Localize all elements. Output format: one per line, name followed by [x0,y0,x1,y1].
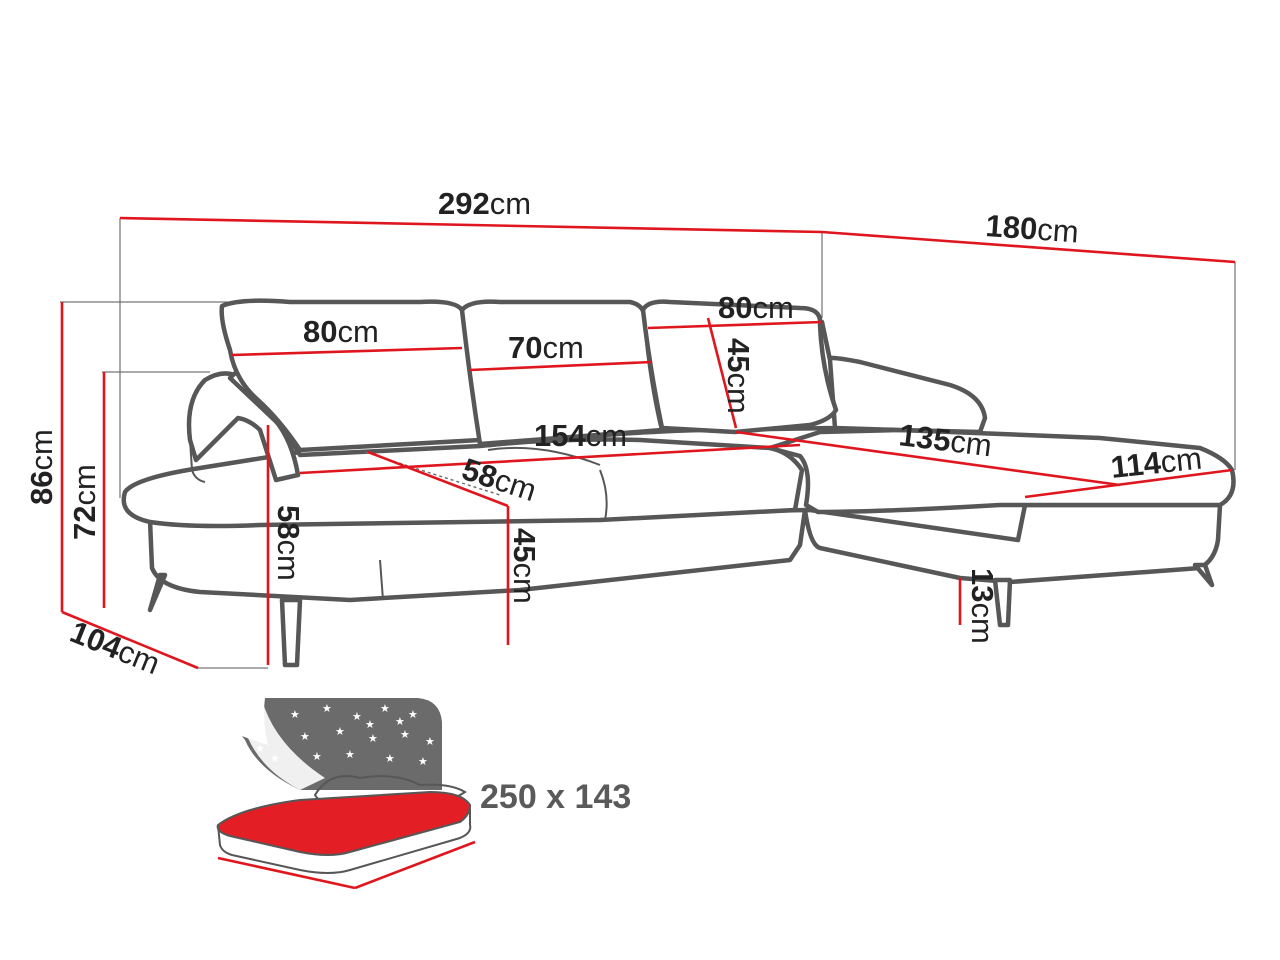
svg-text:★: ★ [408,708,418,721]
label-pillow-middle: 70cm [508,330,584,365]
label-total-height: 86cm [24,429,59,505]
sleeping-area-size: 250 x 143 [480,778,631,816]
svg-text:★: ★ [380,702,390,715]
svg-text:★: ★ [345,748,355,761]
pillow-right [640,299,839,435]
mattress-side [216,804,472,874]
svg-text:★: ★ [385,752,395,765]
svg-text:★: ★ [368,732,378,745]
label-pillow-height: 45cm [721,338,756,414]
svg-text:★: ★ [365,718,375,731]
svg-text:★: ★ [395,715,405,728]
svg-text:★: ★ [312,750,322,763]
sofa-drawing [121,298,1236,668]
svg-text:★: ★ [400,728,410,741]
label-chaise-width: 114cm [1109,441,1204,485]
label-leg-height: 13cm [965,568,1000,644]
guide-lines [60,218,1236,669]
label-seat-height: 45cm [507,528,542,604]
svg-text:★: ★ [300,730,310,743]
label-chaise-length: 180cm [985,208,1080,249]
label-back-height: 72cm [67,464,102,540]
sofa-leg-3 [992,577,1013,628]
sofa-chaise-seat [767,427,1236,515]
sofa-leg-4 [1192,562,1215,588]
svg-text:★: ★ [418,755,428,768]
svg-text:★: ★ [270,752,280,765]
dimension-labels: 292cm 180cm 80cm 70cm 80cm 45cm 154cm 58… [24,186,1204,681]
label-depth: 104cm [65,614,164,681]
label-chaise-seat-length: 135cm [897,417,994,463]
svg-text:★: ★ [322,702,332,715]
sleeping-area-icon: ★★★ ★★★ ★★★ ★★★ ★★★ ★★★ 250 x 143 [216,698,631,890]
svg-text:★: ★ [255,742,265,755]
label-total-length: 292cm [438,186,531,221]
svg-text:★: ★ [290,708,300,721]
svg-text:★: ★ [335,725,345,738]
measurement-lines [60,216,1236,670]
label-arm-height: 58cm [271,505,306,581]
stars-icon: ★★★ ★★★ ★★★ ★★★ ★★★ ★★★ [255,702,435,768]
sofa-base [147,502,1223,603]
label-pillow-left: 80cm [303,314,379,349]
label-pillow-right: 80cm [718,290,794,325]
svg-text:★: ★ [425,735,435,748]
svg-text:★: ★ [352,710,362,723]
label-seat-width: 154cm [534,418,627,453]
sofa-leg-2 [279,597,303,668]
sofa-leg-1 [147,572,168,613]
